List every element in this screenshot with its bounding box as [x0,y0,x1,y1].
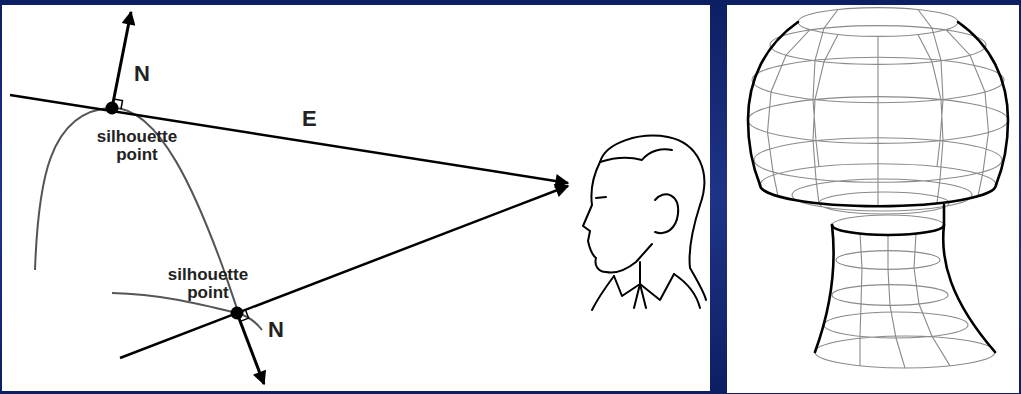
point-label: silhouette point [158,266,258,302]
viewer-face [583,162,652,273]
viewer-shoulder [592,274,700,310]
point-label: silhouette point [87,128,187,164]
viewer-neck [639,262,641,284]
cap-parallels [748,8,1008,214]
viewer-ear [655,194,678,233]
silhouette-line [958,22,1008,185]
stem-parallels [815,215,995,368]
view-ray [120,186,568,358]
normal-arrow [112,12,131,108]
viewer-eye [596,197,606,198]
viewer-neck [689,205,706,300]
viewer-head [600,136,704,205]
viewer-figure [583,136,706,310]
silhouette-line [748,22,798,185]
silhouette-line [943,205,995,352]
silhouette-line [815,225,834,352]
view-ray [10,95,568,183]
viewer-hair [600,149,672,162]
normal-label: N [134,62,150,85]
eye-vector-label: E [302,107,317,130]
mushroom-silhouette [748,22,1008,352]
silhouette-dot [106,102,119,115]
right-panel [727,5,1019,393]
normal-arrow [237,313,264,384]
left-panel [2,5,710,391]
silhouette-line [760,185,996,206]
silhouette-line [832,225,944,235]
silhouette-dot [231,307,244,320]
stem-meridians [860,234,950,368]
mushroom-wireframe [748,8,1008,368]
viewer-tie [634,284,646,308]
surface-curve [112,293,262,330]
normal-label: N [268,318,284,341]
cap-meridians [768,10,989,207]
